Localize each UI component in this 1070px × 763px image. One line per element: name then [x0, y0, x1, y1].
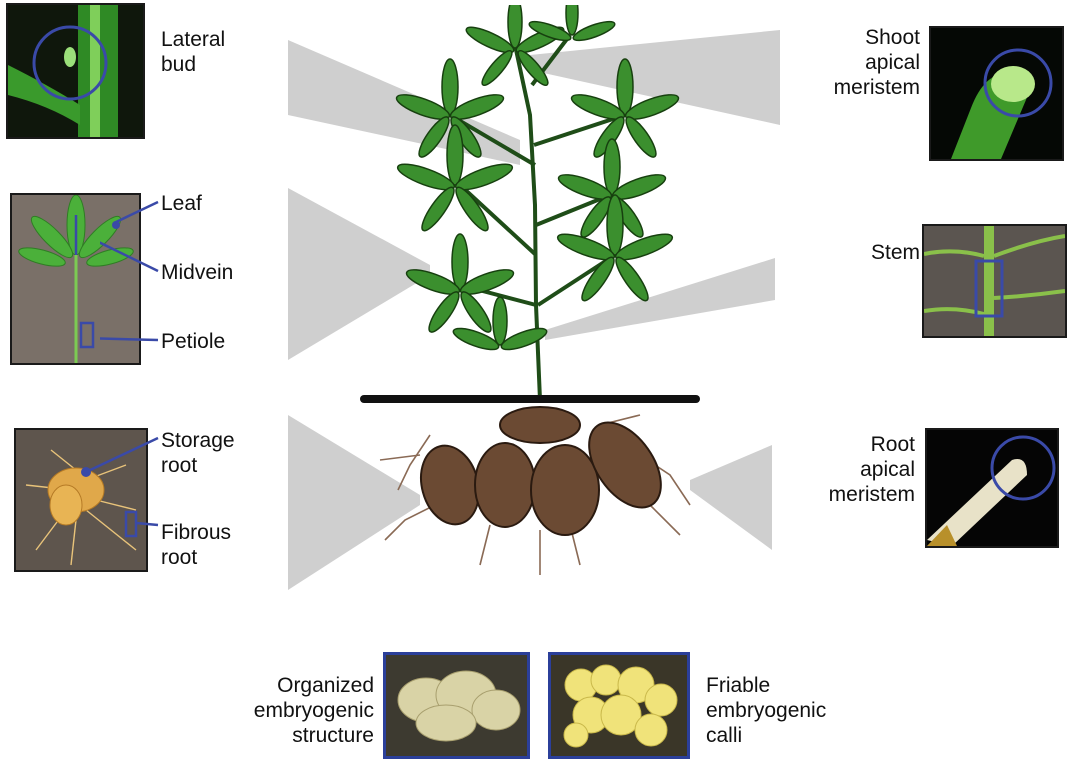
photo-lateral-bud [6, 3, 145, 139]
photo-root-apical-meristem [925, 428, 1059, 548]
storage-roots [413, 407, 676, 535]
label-stem: Stem [828, 240, 920, 265]
photo-friable-embryogenic-calli [548, 652, 690, 759]
cassava-plant-illustration [340, 5, 740, 585]
label-leaf: Leaf [161, 191, 202, 216]
root-annotation-lines [60, 430, 160, 550]
label-petiole: Petiole [161, 329, 225, 354]
label-lateral-bud: Lateral bud [161, 27, 225, 77]
label-organized-embryogenic-structure: Organized embryogenic structure [240, 673, 374, 748]
label-shoot-apical-meristem: Shoot apical meristem [828, 25, 920, 100]
photo-organized-embryogenic-structure [383, 652, 530, 759]
soil-line [360, 395, 700, 403]
photo-stem [922, 224, 1067, 338]
label-fibrous-root: Fibrous root [161, 520, 231, 570]
photo-shoot-apical-meristem [929, 26, 1064, 161]
label-midvein: Midvein [161, 260, 233, 285]
label-root-apical-meristem: Root apical meristem [815, 432, 915, 507]
label-friable-embryogenic-calli: Friable embryogenic calli [706, 673, 826, 748]
label-storage-root: Storage root [161, 428, 235, 478]
